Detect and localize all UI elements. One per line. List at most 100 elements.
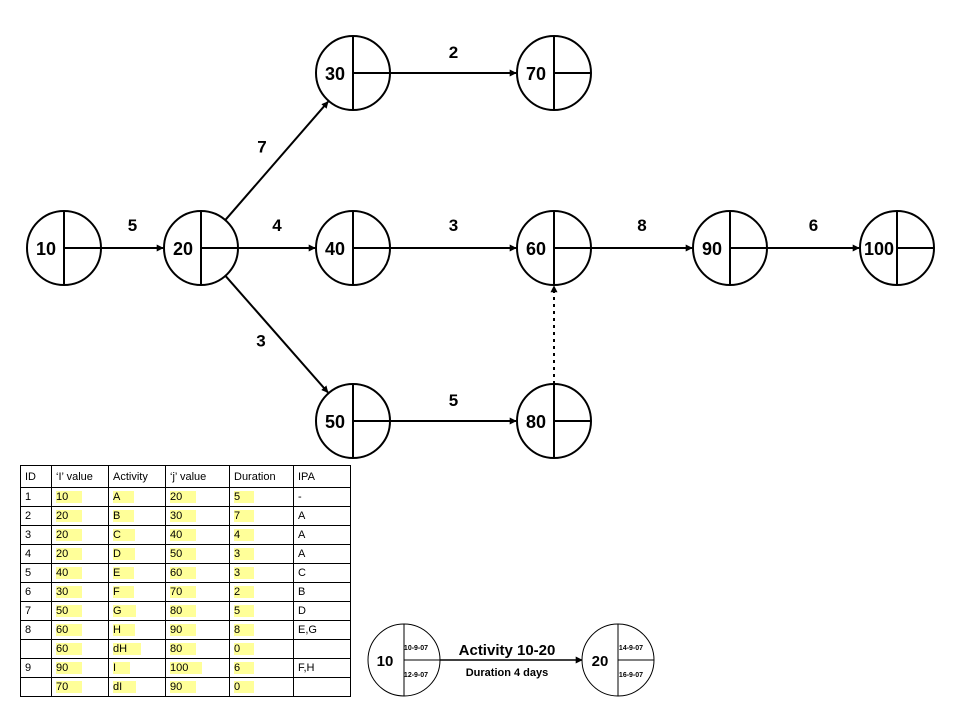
cell-value: 4: [234, 529, 255, 541]
cell-activity: dH: [108, 639, 166, 659]
edge-20-30: [224, 101, 329, 221]
cell-value: dH: [113, 643, 142, 655]
cell-value: 40: [56, 567, 83, 579]
cell-value: F,H: [298, 662, 315, 674]
cell-value: 30: [170, 510, 197, 522]
cell-j-value: 80: [165, 639, 230, 659]
node-60: 60: [516, 210, 592, 286]
cell-value: 70: [56, 681, 83, 693]
cell-value: 3: [234, 567, 255, 579]
cell-value: 8: [234, 624, 255, 636]
cell-j-value: 40: [165, 525, 230, 545]
cell-activity: I: [108, 658, 166, 678]
cell-ipa: F,H: [293, 658, 351, 678]
cell-value: 60: [170, 567, 197, 579]
cell-id: 8: [20, 620, 52, 640]
edge-label-50-80: 5: [449, 391, 458, 410]
legend-title: Activity 10-20: [459, 642, 556, 659]
cell-value: B: [113, 510, 135, 522]
cell-id: 9: [20, 658, 52, 678]
cell-value: 3: [25, 529, 32, 541]
edge-label-10-20: 5: [128, 216, 137, 235]
node-label-80: 80: [526, 412, 546, 432]
header-i-value: ‘I’ value: [51, 465, 109, 488]
cell-value: 90: [56, 662, 83, 674]
cell-activity: D: [108, 544, 166, 564]
cell-value: 20: [56, 529, 83, 541]
cell-value: F: [113, 586, 134, 598]
cell-value: G: [113, 605, 136, 617]
cell-value: 2: [234, 586, 255, 598]
cell-value: 70: [170, 586, 197, 598]
cell-j-value: 80: [165, 601, 230, 621]
cell-value: I: [113, 662, 131, 674]
cell-duration: 6: [229, 658, 294, 678]
node-40: 40: [315, 210, 391, 286]
cell-j-value: 90: [165, 620, 230, 640]
cell-value: 60: [56, 624, 83, 636]
cell-value: 50: [56, 605, 83, 617]
cell-value: 7: [234, 510, 255, 522]
table-header-row: ID ‘I’ value Activity ‘j’ value Duration…: [20, 465, 351, 488]
node-80: 80: [516, 383, 592, 459]
cell-value: 30: [56, 586, 83, 598]
cell-value: 0: [234, 681, 255, 693]
cell-ipa: A: [293, 544, 351, 564]
cell-j-value: 50: [165, 544, 230, 564]
edge-20-50: [224, 275, 329, 394]
node-label-70: 70: [526, 64, 546, 84]
header-j-value: ‘j’ value: [165, 465, 230, 488]
cell-value: 50: [170, 548, 197, 560]
node-label-40: 40: [325, 239, 345, 259]
cell-duration: 5: [229, 601, 294, 621]
cell-id: [20, 677, 52, 697]
edge-label-40-60: 3: [449, 216, 458, 235]
node-30: 30: [315, 35, 391, 111]
cell-value: 80: [170, 605, 197, 617]
cell-value: C: [113, 529, 135, 541]
cell-value: 7: [25, 605, 32, 617]
cell-ipa: [293, 677, 351, 697]
cell-value: H: [113, 624, 135, 636]
node-label-100: 100: [864, 239, 894, 259]
cell-value: 90: [170, 624, 197, 636]
cell-i-value: 90: [51, 658, 109, 678]
node-10: 10: [26, 210, 102, 286]
cell-value: 5: [234, 605, 255, 617]
cell-value: D: [113, 548, 135, 560]
legend-start-top-date: 10-9-07: [404, 645, 428, 652]
cell-value: 0: [234, 643, 255, 655]
cell-id: 7: [20, 601, 52, 621]
cell-duration: 3: [229, 563, 294, 583]
cell-j-value: 20: [165, 487, 230, 507]
header-id: ID: [20, 465, 52, 488]
legend-start-node-label: 10: [377, 653, 394, 670]
cell-ipa: C: [293, 563, 351, 583]
cell-value: 20: [56, 510, 83, 522]
cell-value: 6: [25, 586, 32, 598]
cell-value: 40: [170, 529, 197, 541]
legend-start-node: 10 10-9-07 12-9-07: [367, 623, 441, 697]
cell-ipa: A: [293, 506, 351, 526]
cell-value: 80: [170, 643, 197, 655]
cell-activity: dI: [108, 677, 166, 697]
cell-i-value: 30: [51, 582, 109, 602]
cell-value: 4: [25, 548, 32, 560]
cell-i-value: 40: [51, 563, 109, 583]
cell-i-value: 60: [51, 620, 109, 640]
header-ipa: IPA: [293, 465, 351, 488]
cell-id: 3: [20, 525, 52, 545]
cell-value: A: [113, 491, 135, 503]
legend-end-top-date: 14-9-07: [619, 645, 643, 652]
node-label-90: 90: [702, 239, 722, 259]
node-90: 90: [692, 210, 768, 286]
